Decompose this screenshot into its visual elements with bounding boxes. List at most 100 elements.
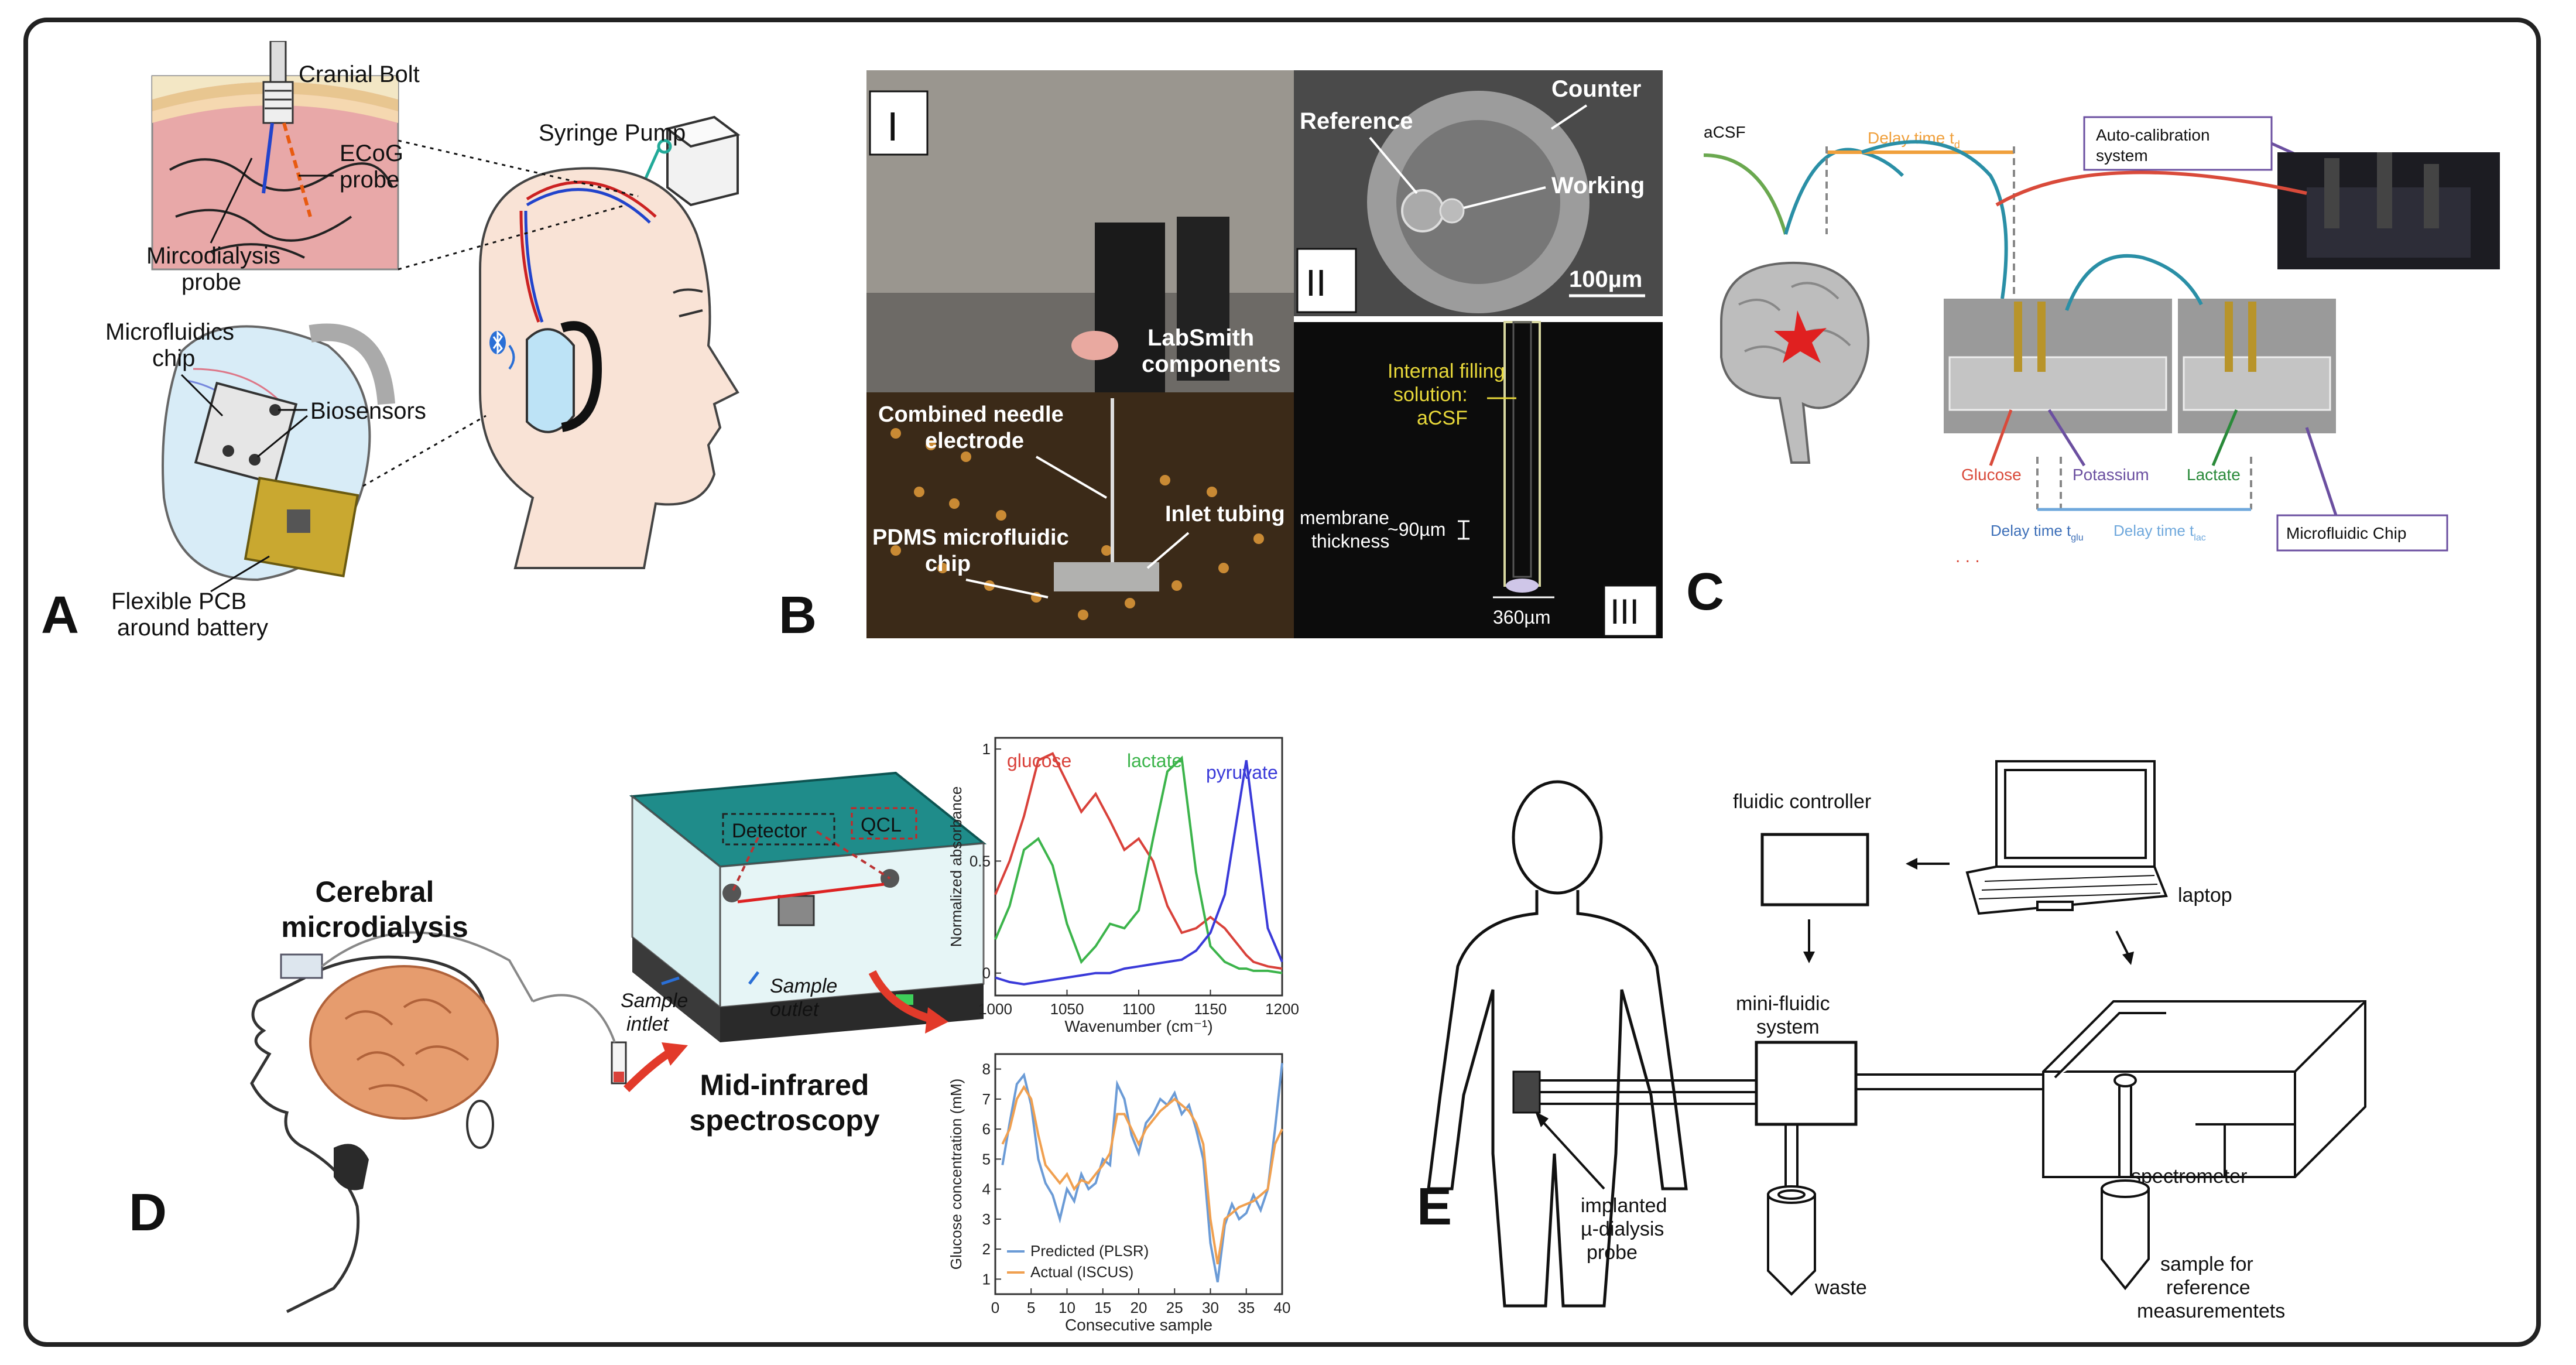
series-line-lactate	[994, 755, 1283, 974]
label-minifluidic-2: system	[1756, 1016, 1820, 1038]
series-label-glucose: glucose	[1007, 750, 1071, 771]
label-sample-3: measurementets	[2137, 1300, 2285, 1322]
label-sample-outlet-1: Sample	[770, 975, 837, 997]
x-tick-label: 0	[991, 1299, 999, 1316]
panel-letter-d: D	[129, 1183, 167, 1242]
label-sample-1: sample for	[2160, 1253, 2253, 1275]
x-tick-label: 30	[1202, 1299, 1219, 1316]
label-sample-2: reference	[2166, 1277, 2250, 1299]
label-combined-needle: Combined needle	[878, 402, 1064, 427]
y-tick-label: 3	[982, 1210, 991, 1228]
panel-letter-e: E	[1417, 1178, 1453, 1236]
y-tick-label: 0.5	[970, 852, 991, 870]
panel-b: B I LabSmith components Combined ne	[767, 70, 1663, 662]
y-tick-label: 6	[982, 1120, 991, 1138]
label-minifluidic-1: mini-fluidic	[1736, 993, 1830, 1015]
x-tick-label: 25	[1166, 1299, 1183, 1316]
label-delay-lac: Delay time tlac	[2113, 522, 2206, 543]
label-internal-filling: Internal filling	[1388, 360, 1505, 382]
label-pdms-chip: chip	[925, 552, 971, 576]
laptop-icon	[1965, 760, 2168, 915]
spectrometer-box	[629, 771, 987, 1042]
label-midir-2: spectroscopy	[689, 1104, 879, 1137]
x-tick-label: 1050	[1050, 1000, 1084, 1018]
spectrometer-icon	[2042, 1000, 2366, 1178]
y-axis-label: Normalized absorbance	[947, 786, 965, 947]
label-waste: waste	[1814, 1277, 1867, 1299]
x-axis-label: Wavenumber (cm⁻¹)	[1064, 1017, 1212, 1035]
x-tick-label: 1200	[1265, 1000, 1299, 1018]
x-tick-label: 40	[1274, 1299, 1291, 1316]
x-axis-label: Consecutive sample	[1065, 1316, 1212, 1334]
label-sample-inlet-2: intlet	[626, 1013, 669, 1035]
label-flexible-pcb: Flexible PCB	[111, 589, 246, 614]
series-line-pyruvate	[995, 760, 1283, 986]
label-cranial-bolt: Cranial Bolt	[299, 61, 420, 87]
label-biosensors: Biosensors	[310, 398, 426, 424]
label-microdialysis-d: microdialysis	[281, 911, 468, 943]
label-thickness-value: ~90µm	[1388, 519, 1445, 540]
y-tick-label: 8	[982, 1060, 991, 1078]
y-tick-label: 5	[982, 1150, 991, 1168]
syringe-pump-small	[280, 931, 534, 1002]
label-laptop: laptop	[2178, 884, 2232, 906]
label-lactate: Lactate	[2187, 466, 2241, 484]
brain-section-inset	[151, 41, 399, 271]
photo-microfluidic-chips	[1944, 299, 2336, 433]
label-electrode: electrode	[925, 429, 1024, 453]
series-line-actual	[1001, 1085, 1283, 1265]
x-tick-label: 35	[1238, 1299, 1255, 1316]
label-syringe-pump: Syringe Pump	[539, 120, 686, 146]
panel-letter-b: B	[779, 586, 817, 645]
brain-icon	[1720, 261, 1870, 464]
vial-icon	[611, 1041, 627, 1085]
label-delay-glu: Delay time tglu	[1991, 522, 2084, 543]
label-around-battery: around battery	[117, 615, 268, 641]
implanted-probe-icon	[1512, 1070, 1756, 1114]
minifluidic-box	[1755, 1041, 1858, 1126]
waste-tube-icon	[1767, 1185, 1816, 1296]
label-cerebral: Cerebral	[316, 875, 434, 908]
x-tick-label: 5	[1027, 1299, 1035, 1316]
label-spectrometer: spectrometer	[2131, 1165, 2247, 1188]
photo-autocalibration	[2277, 152, 2500, 269]
earpiece-device	[162, 323, 395, 581]
x-tick-label: 1150	[1194, 1000, 1227, 1018]
label-microfluidic-chip: Microfluidic Chip	[2286, 524, 2406, 542]
label-microfluidics: Microfluidics	[105, 319, 234, 345]
label-autocal-1: Auto-calibration	[2096, 126, 2210, 144]
label-acsf: aCSF	[1704, 123, 1746, 141]
label-chip: chip	[152, 345, 195, 371]
y-tick-label: 7	[982, 1090, 991, 1108]
x-tick-label: 1100	[1122, 1000, 1155, 1018]
y-tick-label: 1	[982, 740, 991, 758]
y-tick-label: 0	[982, 964, 991, 982]
numeral-ii: II	[1306, 262, 1327, 304]
panel-letter-c: C	[1686, 563, 1724, 621]
plot-frame	[994, 737, 1283, 997]
label-microdialysis: Mircodialysis	[146, 243, 280, 269]
sem-image-electrode	[1294, 70, 1663, 316]
label-reference: Reference	[1300, 108, 1413, 134]
label-detector: Detector	[732, 820, 807, 842]
legend-entry: Predicted (PLSR)	[1030, 1242, 1149, 1260]
label-membrane: membrane	[1300, 507, 1389, 528]
label-scale-100um: 100µm	[1569, 266, 1642, 292]
label-implanted-3: probe	[1587, 1241, 1638, 1264]
panel-a: Cranial Bolt ECoG probe Mircodialysis pr…	[35, 41, 773, 662]
label-counter: Counter	[1551, 76, 1641, 102]
sample-tube-icon	[2101, 1179, 2150, 1291]
x-tick-label: 15	[1094, 1299, 1111, 1316]
panel-c: aCSF Delay time td Auto-calibration syst…	[1686, 100, 2517, 656]
label-labsmith: LabSmith	[1147, 325, 1254, 351]
patient-head-illustration	[250, 955, 499, 1313]
label-sample-inlet-1: Sample	[621, 990, 688, 1012]
label-qcl: QCL	[861, 814, 902, 836]
label-fluidic-controller: fluidic controller	[1733, 791, 1871, 813]
legend-entry: Actual (ISCUS)	[1030, 1263, 1133, 1281]
label-implanted-2: µ-dialysis	[1581, 1218, 1664, 1240]
label-ecog: ECoG	[340, 141, 403, 166]
series-label-lactate: lactate	[1127, 750, 1182, 771]
